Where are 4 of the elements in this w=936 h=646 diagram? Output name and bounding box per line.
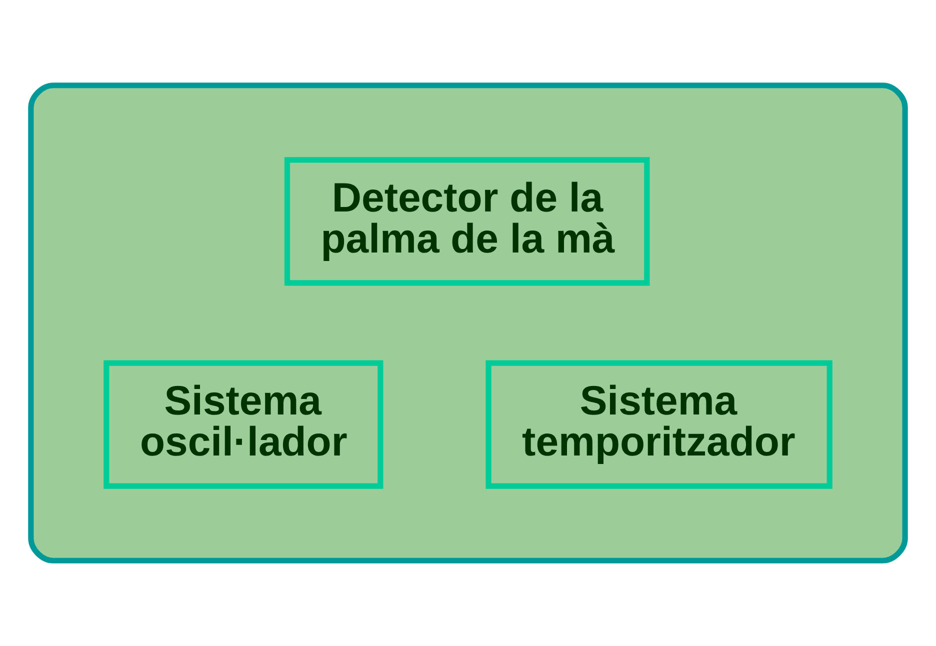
node-box: Sistema temporitzador (486, 360, 832, 489)
cluster (28, 82, 908, 564)
node-box: Detector de la palma de la mà (284, 157, 650, 286)
node-box: Sistema oscil·lador (104, 360, 384, 489)
